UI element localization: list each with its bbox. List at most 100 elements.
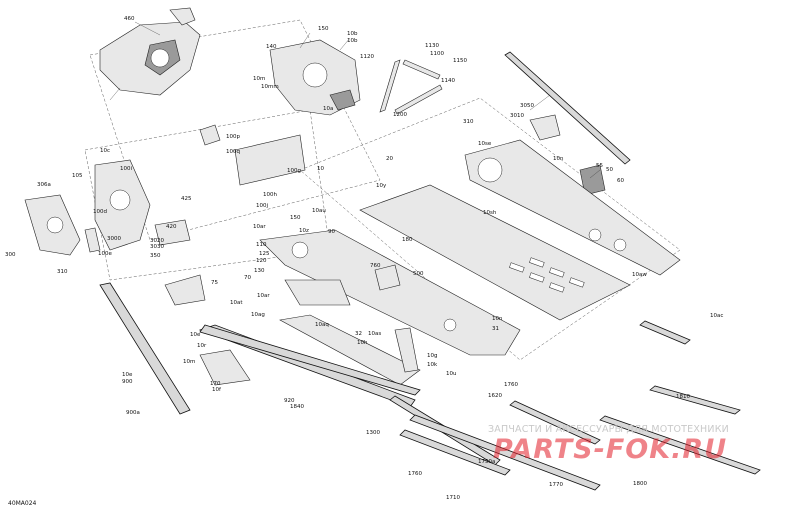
diagram-code: 40MA024 (8, 500, 37, 507)
callout-60: 10aq (315, 322, 329, 328)
callout-70: 10h (357, 340, 368, 346)
callout-21: 50 (606, 167, 613, 173)
callout-36: 425 (181, 196, 192, 202)
watermark-logo: PARTS-FOK.RU (493, 434, 728, 465)
rail-center-2 (199, 324, 421, 396)
plate-right (579, 164, 606, 196)
callout-85: 1760 (408, 471, 422, 477)
callout-79: 920 (284, 398, 295, 404)
callout-76: 10e (122, 372, 133, 378)
callout-61: 10as (368, 331, 381, 337)
callout-86: 1750a (478, 459, 495, 465)
callout-88: 1770 (549, 482, 563, 488)
watermark-text: ЗАПЧАСТИ И АКСЕССУАРЫ ДЛЯ МОТОТЕХНИКИ (488, 424, 729, 435)
callout-12: 1140 (441, 78, 455, 84)
callout-58: 10at (230, 300, 243, 306)
callout-11: 1150 (453, 58, 467, 64)
callout-62: 75 (211, 280, 218, 286)
callout-46: 10au (312, 208, 326, 214)
callout-39: 3030 (150, 244, 164, 250)
callout-31: 180 (402, 237, 413, 243)
callout-84: 1300 (366, 430, 380, 436)
callout-52: 120 (256, 258, 267, 264)
callout-32: 10c (100, 148, 110, 154)
callout-48: 10z (299, 228, 309, 234)
callout-67: 10n (492, 316, 503, 322)
lower-bracket (164, 274, 206, 306)
callout-80: 10u (446, 371, 456, 377)
callout-2: 10b (347, 31, 358, 37)
slide-rail-2 (409, 414, 601, 491)
callout-71: 10g (427, 353, 438, 359)
callout-59: 10ag (251, 312, 265, 318)
bracket-right (529, 114, 561, 141)
callout-72: 10k (427, 362, 438, 368)
callout-25: 100g (287, 168, 301, 174)
callout-1: 150 (318, 26, 329, 32)
callout-19: 10n (553, 156, 564, 162)
callout-38: 3020 (150, 238, 164, 244)
callout-51: 125 (259, 251, 270, 257)
callout-42: 350 (150, 253, 161, 259)
callout-87: 1710 (446, 495, 460, 501)
callout-3: 10b (347, 38, 358, 44)
front-frame-outline (84, 109, 331, 281)
tunnel (359, 184, 631, 321)
callout-74: 170 (210, 381, 221, 387)
callout-6: 10mm (261, 84, 279, 90)
callout-69: 32 (355, 331, 362, 337)
callout-34: 105 (72, 173, 83, 179)
rods (379, 59, 443, 115)
callout-labels: 46015010b10b14010m10mm10a112011301100115… (5, 16, 723, 501)
callout-45: 306a (37, 182, 51, 188)
callout-18: 10se (478, 141, 492, 147)
lower-panel (279, 314, 421, 386)
rail-left (99, 282, 191, 415)
callout-5: 10m (253, 76, 265, 82)
callout-77: 900 (122, 379, 133, 385)
callout-66: 10r (197, 343, 207, 349)
callout-13: 1200 (393, 112, 407, 118)
left-frame-assembly (24, 159, 191, 256)
callout-54: 70 (244, 275, 251, 281)
callout-43: 300 (5, 252, 16, 258)
callout-44: 310 (57, 269, 68, 275)
slide-rail-5 (649, 385, 741, 415)
callout-4: 140 (266, 44, 277, 50)
callout-0: 460 (124, 16, 135, 22)
callout-89: 1800 (633, 481, 647, 487)
top-rail (504, 51, 631, 165)
callout-23: 100p (226, 134, 240, 140)
callout-27: 100j (256, 203, 268, 209)
callout-26: 100h (263, 192, 277, 198)
callout-16: 3010 (510, 113, 524, 119)
gusset (394, 327, 419, 373)
callout-55: 760 (370, 263, 381, 269)
callout-50: 110 (256, 242, 267, 248)
callout-68: 31 (492, 326, 499, 332)
bumper-bracket (199, 349, 251, 386)
callout-37: 420 (166, 224, 177, 230)
tunnel-side-right (464, 139, 681, 276)
callout-35: 100d (93, 209, 107, 215)
slide-rail-6 (509, 400, 601, 445)
side-rail-right (639, 320, 691, 345)
callout-56: 500 (413, 271, 424, 277)
callout-82: 1620 (488, 393, 502, 399)
callout-73: 10m (183, 359, 195, 365)
callout-7: 10a (323, 106, 333, 112)
callout-15: 3050 (520, 103, 534, 109)
callout-40: 3000 (107, 236, 121, 242)
leader-lines (134, 21, 601, 179)
heat-shield (234, 134, 306, 186)
callout-20: 55 (596, 163, 603, 169)
callout-9: 1130 (425, 43, 439, 49)
callout-91: 10ar (253, 224, 266, 230)
steering-support (269, 39, 361, 116)
callout-63: 10aw (632, 272, 647, 278)
callout-57: 10ar (257, 293, 270, 299)
callout-30: 10sh (483, 210, 497, 216)
slide-rail-4 (599, 415, 761, 475)
